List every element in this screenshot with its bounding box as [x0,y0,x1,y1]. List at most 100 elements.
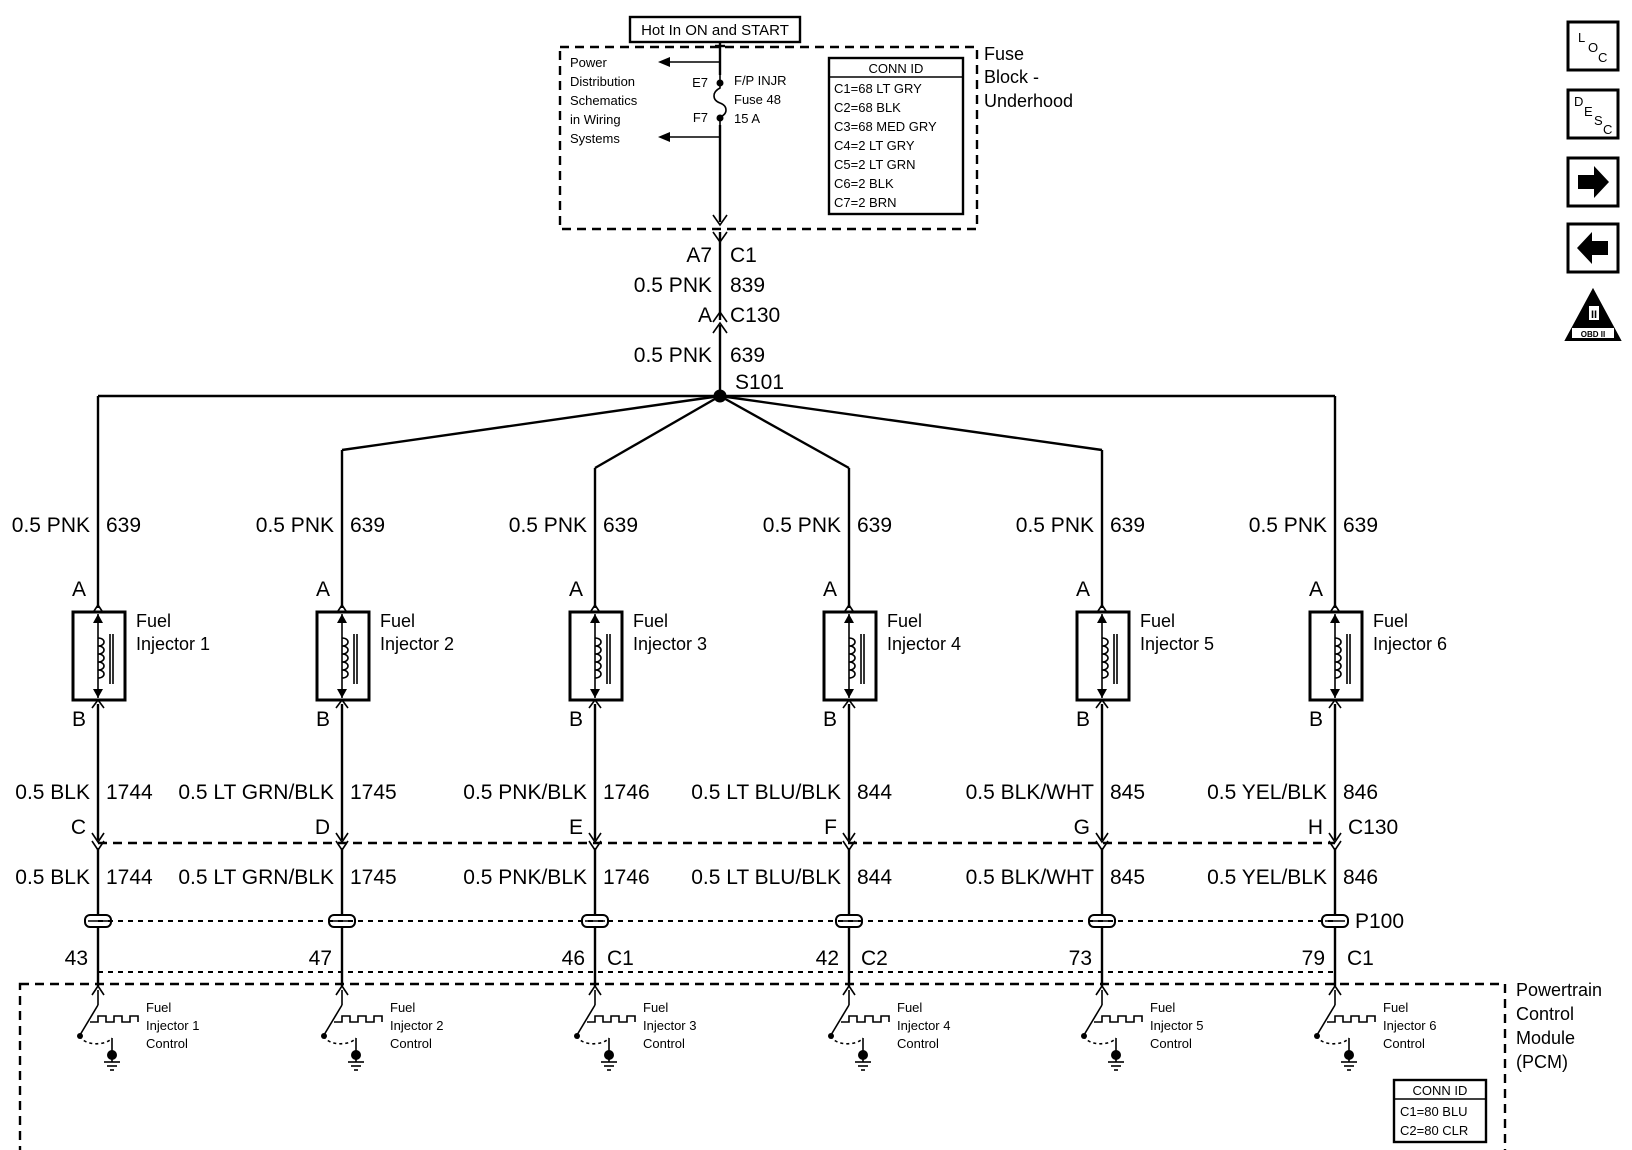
control-wire-circuit-upper: 844 [857,781,892,804]
arrow-up-icon [337,614,347,623]
feed-wire-color-1: 0.5 PNK [634,274,712,297]
injector-pin-a: A [823,578,837,601]
splice-label: S101 [735,371,784,394]
driver-gate-link [79,1035,113,1045]
pin-b-connector-icon [1095,698,1109,709]
pcm-title-4: (PCM) [1516,1052,1568,1072]
supply-wire-color: 0.5 PNK [1016,514,1094,537]
supply-wire-circuit: 639 [106,514,141,537]
arrow-right-icon [1578,166,1609,198]
pcm-driver-label-3: Control [1383,1036,1425,1051]
description-button[interactable]: D E S C [1566,88,1620,140]
fuse-rating: 15 A [734,111,760,126]
fuel-injector-body [71,610,127,702]
control-wire-circuit-upper: 1744 [106,781,153,804]
injector-coil-icon [848,637,856,679]
pcm-pin-connector-icon [335,984,349,996]
injector-pin-b: B [569,708,583,731]
control-wire-circuit-upper: 846 [1343,781,1378,804]
feed-pin-a: A [698,304,712,327]
driver-gate-link [1316,1035,1350,1045]
control-wire-color-upper: 0.5 LT GRN/BLK [178,781,334,804]
pcm-pin-connector-icon [91,984,105,996]
fuel-injector-body [1308,610,1364,702]
injector-name-line-2: Injector 5 [1140,634,1214,654]
pcm-driver-label-3: Control [643,1036,685,1051]
control-wire-circuit-lower: 1745 [350,866,397,889]
pcm-pin-connector-icon [1328,984,1342,996]
arrow-left-icon [1577,232,1608,264]
injector-coil-icon [1334,637,1342,679]
pin-b-connector-icon [335,698,349,709]
supply-wire-circuit: 639 [350,514,385,537]
feed-wire-circuit-1: 839 [730,274,765,297]
arrow-down-icon [1330,689,1340,698]
arrow-up-icon [844,614,854,623]
description-icon-c: C [1603,122,1612,137]
pcm-driver-label-2: Injector 5 [1150,1018,1203,1033]
pcm-pin-connector-icon [1095,984,1109,996]
fuel-injector-body [1075,610,1131,702]
injector-pin-b: B [316,708,330,731]
next-button-frame [1566,156,1620,208]
feed-wire-circuit-2: 639 [730,344,765,367]
control-wire-circuit-lower: 1746 [603,866,650,889]
pulse-waveform-icon [1094,1015,1143,1023]
driver-gate-link [323,1035,357,1045]
pcm-driver-label-1: Fuel [1150,1000,1175,1015]
splice-fanout [98,394,1335,470]
previous-page-button[interactable] [1566,222,1620,274]
location-button[interactable]: L O C [1566,20,1620,72]
obd-ii-button[interactable]: II OBD II [1564,287,1622,341]
pcm-conn-id-table [1392,1078,1488,1144]
fuel-injector-body [568,610,624,702]
injector-coil-icon [594,637,602,679]
fuse-conn-id-row: C6=2 BLK [834,176,894,191]
pcm-pin-number: 47 [309,947,332,970]
driver-switch-icon [79,1004,99,1036]
ground-node [1344,1050,1354,1060]
ref-line-2: Distribution [570,74,635,89]
fuse-conn-id-row: C2=68 BLK [834,100,901,115]
supply-wire-color: 0.5 PNK [1249,514,1327,537]
driver-switch-icon [830,1004,850,1036]
control-wire-circuit-lower: 1744 [106,866,153,889]
arrow-down-icon [590,689,600,698]
pcm-pin-number: 73 [1069,947,1092,970]
pulse-waveform-icon [1327,1015,1376,1023]
fuse-gap [712,75,728,125]
next-page-button[interactable] [1566,156,1620,208]
fuse-conn-id-row: C5=2 LT GRN [834,157,916,172]
pin-b-connector-icon [842,698,856,709]
driver-switch-icon [576,1004,596,1036]
arrow-down-icon [93,689,103,698]
control-wire-circuit-upper: 845 [1110,781,1145,804]
c130-pin-label: C [71,816,86,839]
supply-wire-circuit: 639 [857,514,892,537]
pcm-outline [18,982,1507,1150]
ground-node [858,1050,868,1060]
obd-ii-icon-window [1589,306,1599,320]
control-wire-color-lower: 0.5 LT BLU/BLK [691,866,841,889]
pcm-driver-label-2: Injector 2 [390,1018,443,1033]
supply-wire-circuit: 639 [1110,514,1145,537]
pcm-pin-connector-icon [588,984,602,996]
ref-arrowhead-bottom [658,132,670,142]
injector-coil-icon [341,637,349,679]
fuse-48-icon [713,75,727,125]
injector-pin-b: B [72,708,86,731]
driver-switch-icon [323,1004,343,1036]
pcm-conn-id-row: C1=80 BLU [1400,1104,1468,1119]
p100-label: P100 [1355,910,1404,933]
ref-line-3: Schematics [570,93,638,108]
control-wire-color-lower: 0.5 BLK [15,866,90,889]
pcm-conn-id-row: C2=80 CLR [1400,1123,1468,1138]
pcm-driver-label-2: Injector 4 [897,1018,950,1033]
fuse-terminal-f7 [716,114,724,122]
